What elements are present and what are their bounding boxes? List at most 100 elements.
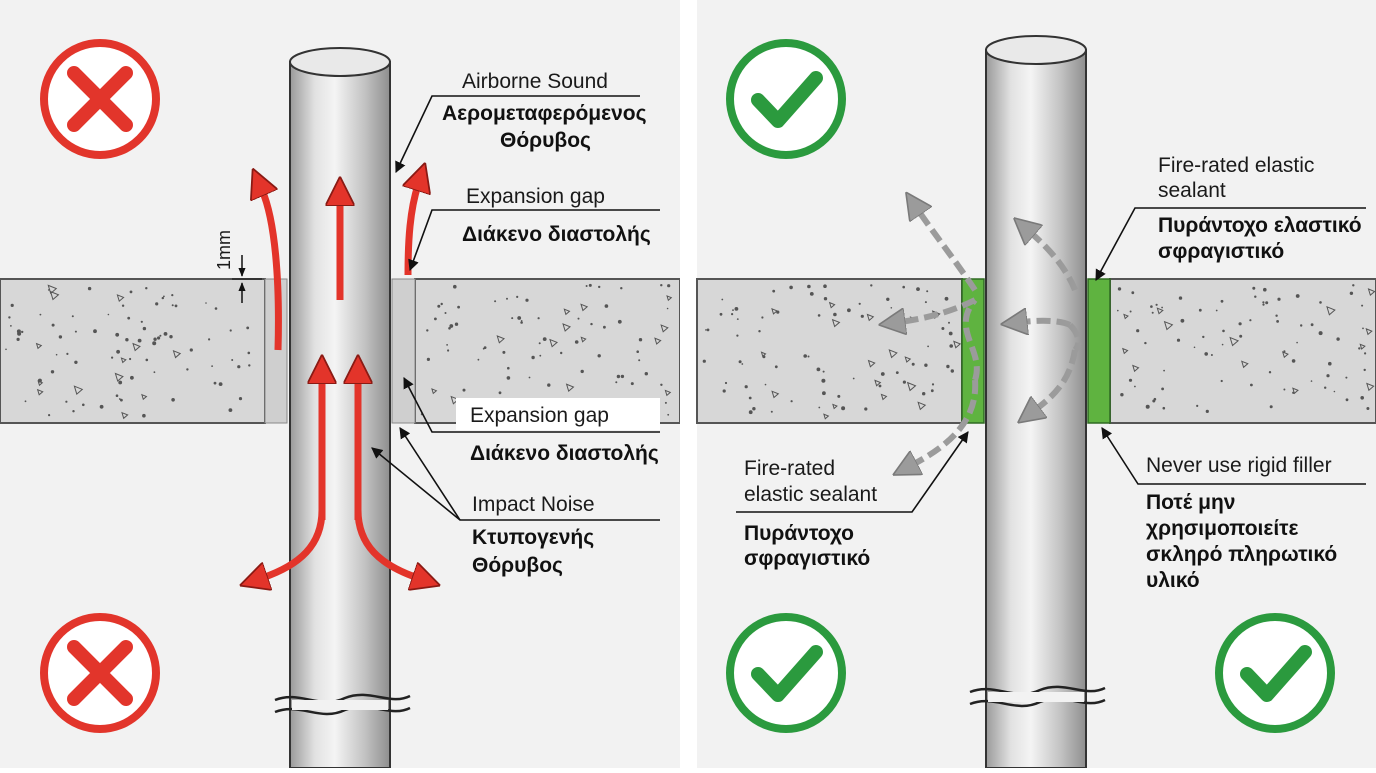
concrete-speck bbox=[506, 297, 508, 300]
concrete-speck bbox=[539, 354, 542, 357]
concrete-speck bbox=[807, 284, 811, 289]
concrete-speck bbox=[1254, 295, 1257, 298]
concrete-speck bbox=[142, 413, 146, 418]
concrete-aggregate bbox=[866, 313, 875, 322]
sealant-left-gr-2: σφραγιστικό bbox=[744, 547, 870, 570]
concrete-speck bbox=[736, 334, 739, 337]
rigid-filler-gr-3: σκληρό πληρωτικό bbox=[1146, 543, 1337, 566]
concrete-aggregate bbox=[760, 351, 767, 358]
concrete-speck bbox=[111, 356, 114, 359]
expansion-gap-bottom-en: Expansion gap bbox=[470, 404, 609, 427]
concrete-aggregate bbox=[917, 401, 927, 411]
concrete-speck bbox=[1336, 337, 1340, 341]
concrete-speck bbox=[142, 326, 147, 331]
rigid-filler-gr-4: υλικό bbox=[1146, 569, 1200, 592]
concrete-speck bbox=[189, 348, 193, 352]
concrete-aggregate bbox=[450, 395, 460, 405]
concrete-speck bbox=[145, 358, 149, 362]
concrete-speck bbox=[1176, 338, 1181, 342]
right-elastic-sealant bbox=[1087, 278, 1111, 424]
concrete-aggregate bbox=[549, 338, 559, 348]
concrete-aggregate bbox=[888, 349, 898, 359]
left-leader-lines bbox=[371, 95, 660, 521]
concrete-speck bbox=[761, 316, 764, 319]
concrete-speck bbox=[1145, 404, 1150, 409]
concrete-speck bbox=[719, 312, 723, 316]
concrete-speck bbox=[1361, 304, 1364, 307]
concrete-speck bbox=[1128, 378, 1133, 382]
concrete-speck bbox=[1196, 404, 1199, 407]
concrete-speck bbox=[818, 406, 821, 409]
concrete-aggregate bbox=[141, 393, 148, 401]
concrete-aggregate bbox=[1156, 307, 1164, 315]
concrete-speck bbox=[153, 371, 156, 374]
concrete-speck bbox=[440, 302, 443, 306]
concrete-speck bbox=[171, 304, 174, 307]
concrete-speck bbox=[511, 317, 514, 320]
concrete-speck bbox=[248, 364, 251, 367]
concrete-speck bbox=[214, 307, 218, 310]
concrete-speck bbox=[528, 376, 531, 379]
concrete-speck bbox=[171, 294, 174, 297]
concrete-speck bbox=[1162, 406, 1166, 410]
concrete-aggregate bbox=[1367, 288, 1376, 297]
left-pipe bbox=[274, 47, 411, 769]
concrete-speck bbox=[174, 304, 178, 308]
concrete-speck bbox=[1193, 346, 1196, 349]
concrete-speck bbox=[744, 385, 748, 389]
concrete-aggregate bbox=[1359, 343, 1366, 350]
concrete-speck bbox=[145, 287, 148, 290]
concrete-speck bbox=[1364, 352, 1367, 355]
concrete-aggregate bbox=[904, 356, 912, 363]
concrete-speck bbox=[115, 332, 120, 337]
concrete-aggregate bbox=[874, 379, 882, 387]
concrete-speck bbox=[55, 353, 58, 356]
concrete-aggregate bbox=[565, 383, 575, 393]
concrete-aggregate bbox=[880, 393, 888, 401]
concrete-aggregate bbox=[121, 411, 129, 420]
concrete-speck bbox=[115, 394, 119, 398]
concrete-speck bbox=[886, 297, 890, 301]
concrete-speck bbox=[72, 410, 75, 413]
right-gap-filler bbox=[391, 278, 416, 424]
concrete-speck bbox=[159, 334, 162, 337]
concrete-speck bbox=[706, 328, 710, 332]
concrete-speck bbox=[770, 410, 773, 413]
concrete-speck bbox=[597, 354, 601, 358]
concrete-speck bbox=[1215, 309, 1218, 312]
concrete-speck bbox=[823, 297, 828, 301]
concrete-speck bbox=[615, 381, 618, 384]
concrete-speck bbox=[1269, 405, 1273, 409]
concrete-speck bbox=[1319, 301, 1322, 304]
concrete-speck bbox=[1345, 398, 1349, 402]
concrete-aggregate bbox=[771, 307, 779, 315]
concrete-aggregate bbox=[47, 284, 58, 295]
concrete-speck bbox=[931, 383, 935, 386]
concrete-speck bbox=[120, 398, 123, 402]
concrete-speck bbox=[924, 301, 927, 304]
concrete-speck bbox=[752, 407, 756, 411]
concrete-speck bbox=[1268, 371, 1272, 374]
concrete-speck bbox=[520, 321, 523, 324]
concrete-speck bbox=[48, 414, 51, 417]
concrete-speck bbox=[590, 322, 593, 326]
concrete-speck bbox=[823, 284, 827, 289]
concrete-speck bbox=[772, 289, 776, 293]
concrete-speck bbox=[948, 331, 953, 336]
concrete-aggregate bbox=[1281, 351, 1289, 359]
concrete-speck bbox=[878, 384, 882, 388]
airborne-label-en: Airborne Sound bbox=[462, 70, 608, 93]
concrete-aggregate bbox=[563, 308, 571, 316]
concrete-speck bbox=[1250, 383, 1253, 387]
concrete-speck bbox=[1220, 299, 1224, 303]
concrete-speck bbox=[949, 344, 953, 348]
concrete-aggregate bbox=[953, 340, 962, 349]
concrete-speck bbox=[817, 314, 821, 317]
airborne-label-gr-2: Θόρυβος bbox=[500, 129, 591, 152]
concrete-speck bbox=[1275, 314, 1278, 317]
concrete-speck bbox=[617, 319, 622, 324]
concrete-speck bbox=[1296, 341, 1298, 344]
concrete-aggregate bbox=[1132, 364, 1140, 373]
concrete-speck bbox=[1204, 352, 1208, 356]
concrete-speck bbox=[1161, 306, 1163, 309]
